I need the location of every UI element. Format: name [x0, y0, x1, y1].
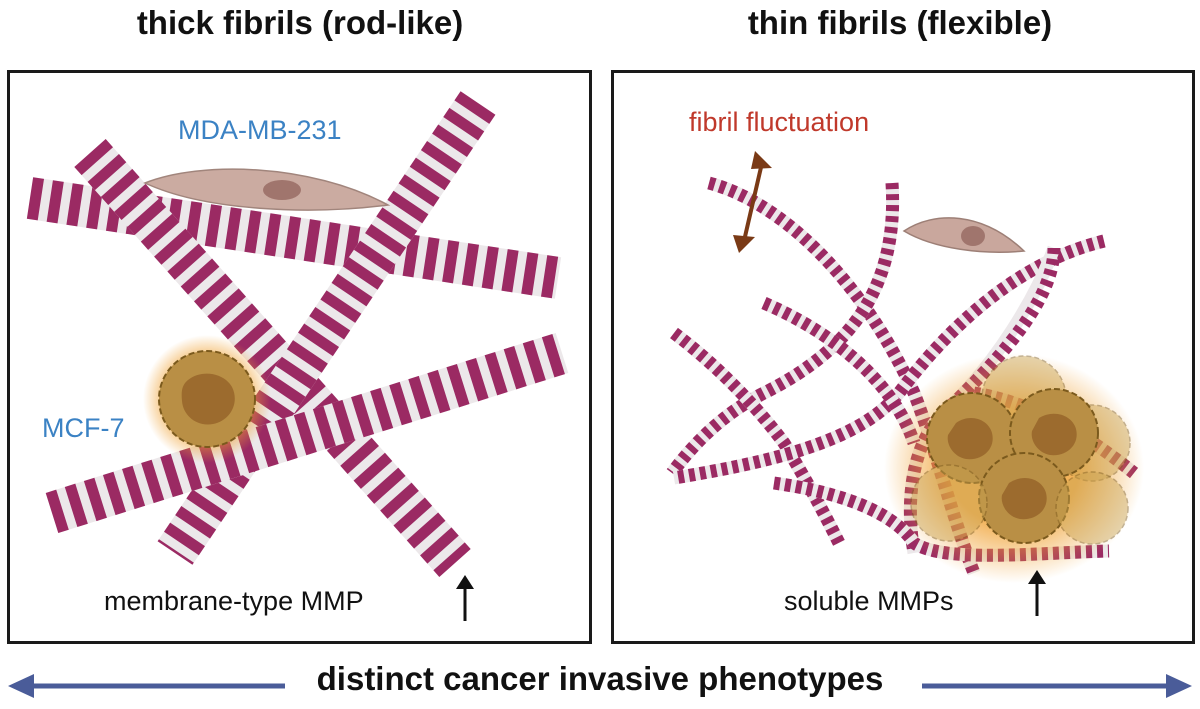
right-arrow-icon: [922, 674, 1192, 698]
cell-cluster: [884, 353, 1144, 583]
membrane-mmp-caption: membrane-type MMP: [104, 586, 364, 616]
phenotype-double-arrow: [8, 674, 1192, 698]
mcf-7-cell: [143, 335, 271, 463]
up-arrow-icon: [456, 575, 474, 621]
cluster-cell: [978, 452, 1070, 544]
fibril-curve: [666, 182, 900, 477]
thin-fibrils-illustration: [666, 151, 1144, 583]
thin-fibrils-panel: fibril fluctuation soluble MMPs: [611, 70, 1195, 644]
fluctuation-arrow-icon: [733, 151, 772, 253]
cluster-cell: [910, 464, 988, 542]
fibril-rod: [45, 332, 569, 534]
fibril-fluctuation-label: fibril fluctuation: [689, 107, 870, 137]
cluster-cell: [1055, 471, 1129, 545]
mcf-7-label: MCF-7: [42, 413, 125, 443]
fibril-curve: [670, 327, 845, 546]
mda-mb-231-label: MDA-MB-231: [178, 115, 342, 145]
phenotypes-label: distinct cancer invasive phenotypes: [316, 660, 884, 697]
left-panel-title: thick fibrils (rod-like): [136, 4, 464, 41]
thick-fibrils-panel: MDA-MB-231 MCF-7 membrane-type MMP: [7, 70, 592, 644]
fibril-curve: [672, 234, 1106, 485]
thick-fibrils: [26, 91, 569, 577]
thick-fibrils-illustration: [26, 91, 569, 577]
up-arrow-icon: [1028, 570, 1046, 616]
soluble-mmps-caption: soluble MMPs: [784, 586, 954, 616]
mda-mb-231-cell: [143, 168, 391, 211]
fibril-rod: [74, 139, 471, 577]
left-arrow-icon: [8, 674, 285, 698]
fibril-curve: [761, 297, 921, 446]
right-panel-title: thin fibrils (flexible): [747, 4, 1053, 41]
spindle-cell: [902, 217, 1026, 253]
